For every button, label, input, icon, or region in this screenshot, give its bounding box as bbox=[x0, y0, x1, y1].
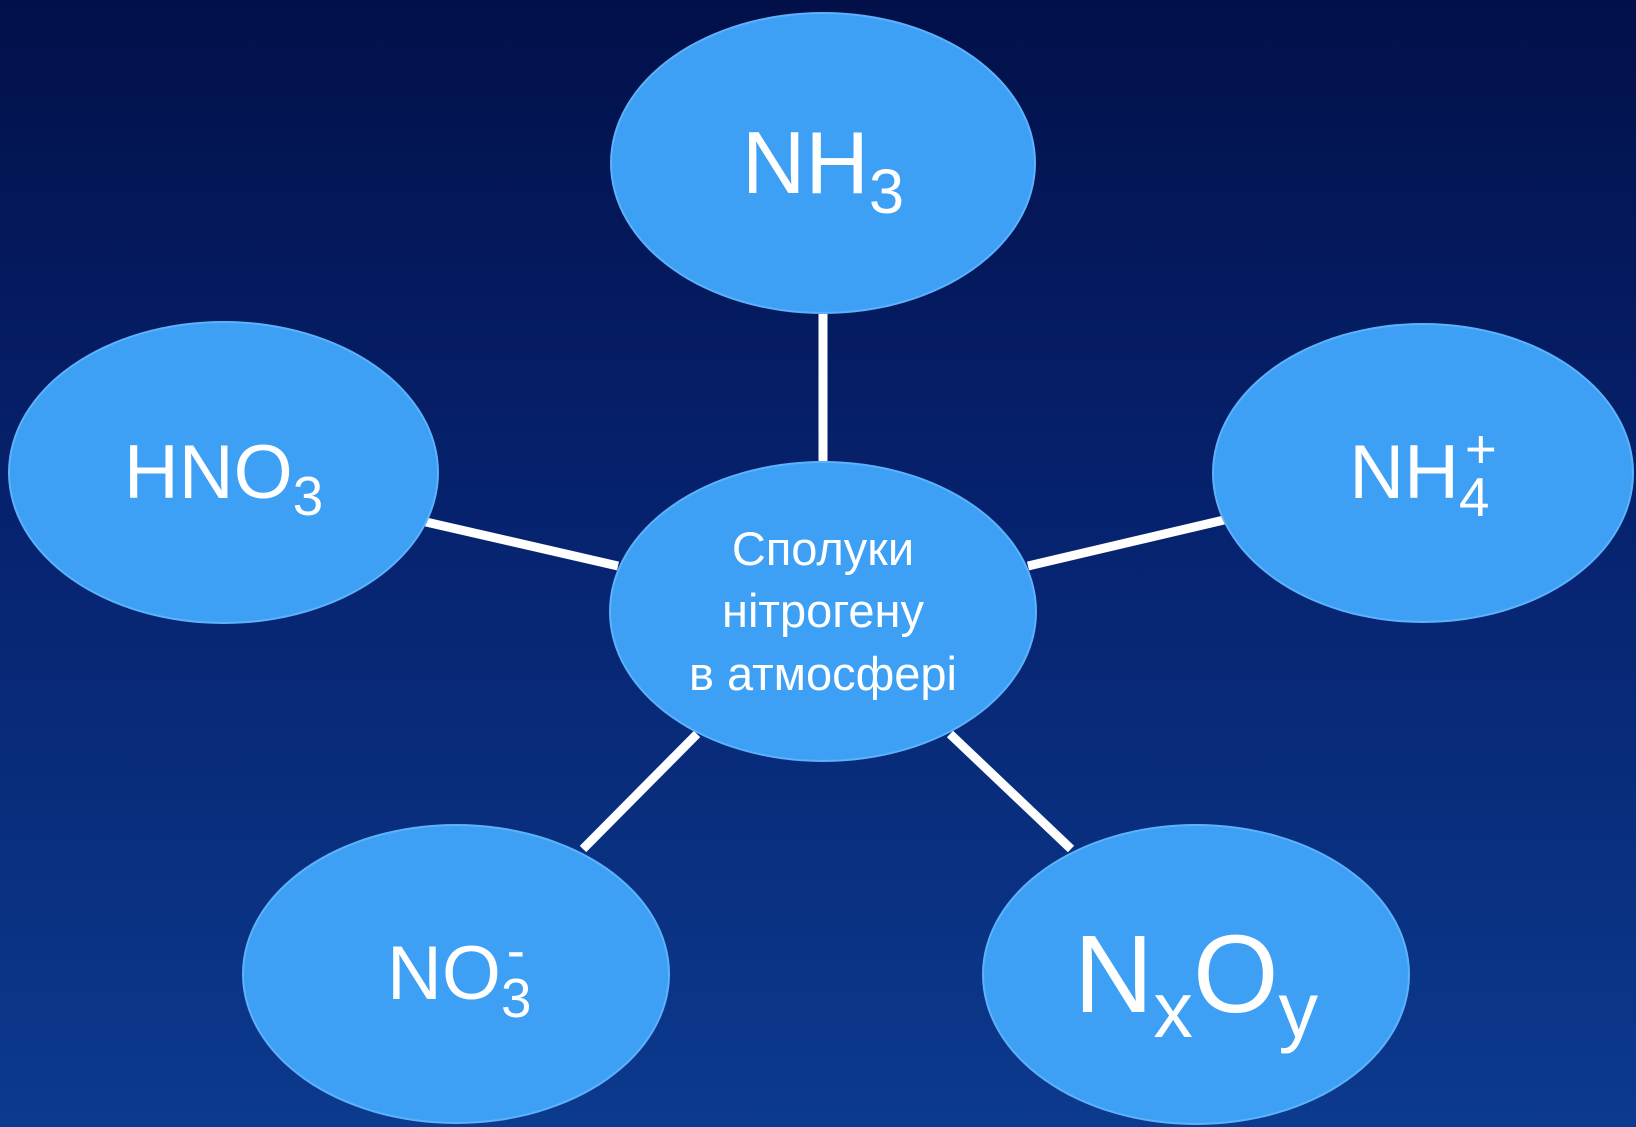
node-center: Сполуки нітрогену в атмосфері bbox=[609, 461, 1037, 762]
formula-nxoy-subscript-y: y bbox=[1278, 964, 1319, 1054]
node-nh3: NH3 bbox=[610, 12, 1036, 314]
formula-nh4-base: NH bbox=[1349, 430, 1459, 515]
node-no3-minus: NO3- bbox=[242, 824, 670, 1124]
connector-center-no3 bbox=[579, 730, 701, 853]
connector-center-nh4 bbox=[1026, 515, 1226, 571]
connector-center-hno3 bbox=[424, 517, 620, 571]
formula-nh3-subscript: 3 bbox=[868, 157, 905, 228]
formula-nh4-charge: + bbox=[1464, 417, 1497, 480]
center-label-line-2: нітрогену bbox=[722, 584, 924, 638]
formula-nh4-plus: NH4+ bbox=[1349, 422, 1497, 524]
formula-no3-base: NO bbox=[386, 931, 501, 1016]
formula-hno3-base: HNO bbox=[123, 429, 293, 515]
node-nxoy: NxOy bbox=[982, 824, 1410, 1125]
formula-nxoy-base-o: O bbox=[1192, 912, 1279, 1036]
formula-nh3-base: NH bbox=[741, 113, 869, 212]
node-hno3: HNO3 bbox=[8, 321, 439, 624]
formula-nxoy-subscript-x: x bbox=[1153, 964, 1193, 1054]
formula-hno3: HNO3 bbox=[124, 434, 323, 523]
connector-center-nxoy bbox=[946, 730, 1075, 853]
node-nh4-plus: NH4+ bbox=[1212, 323, 1634, 623]
formula-no3-subscript: 3 bbox=[500, 966, 532, 1029]
center-label-line-3: в атмосфері bbox=[688, 646, 957, 700]
formula-hno3-subscript: 3 bbox=[292, 465, 324, 527]
center-label: Сполуки нітрогену в атмосфері bbox=[643, 518, 1003, 706]
formula-no3-minus: NO3- bbox=[387, 923, 531, 1025]
formula-no3-charge: - bbox=[506, 918, 526, 981]
center-label-line-1: Сполуки bbox=[731, 521, 915, 575]
formula-nh3: NH3 bbox=[742, 119, 904, 224]
formula-nxoy-base-n: N bbox=[1073, 912, 1154, 1036]
formula-nxoy: NxOy bbox=[1074, 919, 1318, 1049]
formula-nh4-subscript: 4 bbox=[1458, 465, 1490, 528]
